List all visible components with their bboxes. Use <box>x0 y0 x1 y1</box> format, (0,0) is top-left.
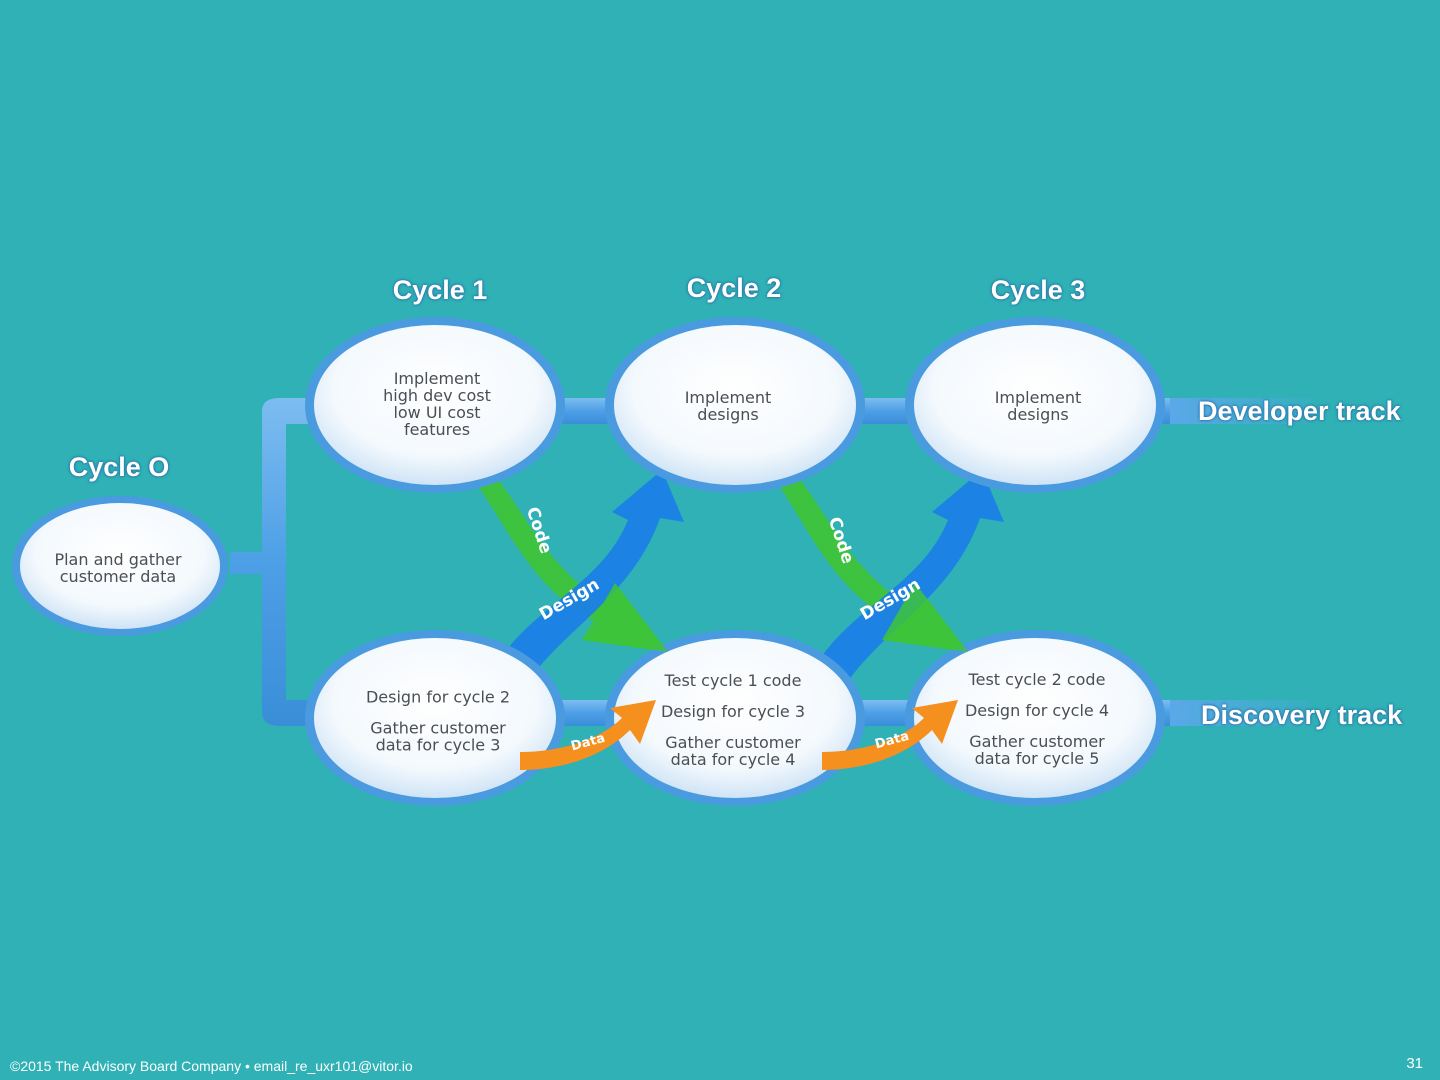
code-arrow-2-head <box>882 583 968 652</box>
disc-cycle3-bubble <box>905 630 1165 806</box>
dev-cycle3-text: Implement designs <box>995 389 1082 423</box>
branch-connector <box>230 398 330 726</box>
page-number: 31 <box>1406 1055 1423 1072</box>
node-line: data for cycle 5 <box>974 749 1100 768</box>
node-line: Design for cycle 2 <box>365 687 511 707</box>
node-line: Gather customer <box>969 732 1105 751</box>
developer-track-label: Developer track <box>1198 396 1401 426</box>
disc-cycle3-text: Test cycle 2 code Design for cycle 4 Gat… <box>965 671 1109 767</box>
cycle0-bubble <box>12 496 228 636</box>
dev-cycle2-text: Implement designs <box>685 389 772 423</box>
node-line: Implement <box>393 369 481 388</box>
cycle2-heading: Cycle 2 <box>686 273 782 303</box>
dev-cycle3-bubble <box>905 317 1165 493</box>
dev-cycle1-text: Implement high dev cost low UI cost feat… <box>383 370 491 438</box>
cycle3-heading: Cycle 3 <box>990 275 1086 305</box>
node-line: designs <box>1007 405 1069 424</box>
copyright-footer: ©2015 The Advisory Board Company • email… <box>10 1058 413 1074</box>
node-line: Design for cycle 4 <box>964 701 1110 720</box>
node-line: Gather customer <box>370 718 506 738</box>
data-arrow-2 <box>822 700 958 770</box>
node-line: data for cycle 3 <box>375 735 501 755</box>
node-line: Gather customer <box>665 733 801 752</box>
code-arrow-1-head <box>582 583 668 652</box>
node-line: data for cycle 4 <box>670 750 796 769</box>
node-line: Design for cycle 3 <box>660 702 806 721</box>
disc-cycle2-bubble <box>605 630 865 806</box>
node-line: Test cycle 2 code <box>968 670 1106 689</box>
design-arrow-2 <box>808 470 1004 690</box>
cycle0-text: Plan and gather customer data <box>54 551 181 585</box>
node-line: low UI cost <box>393 403 481 422</box>
dev-cycle1-bubble <box>305 317 565 493</box>
node-line: Implement <box>684 388 772 407</box>
node-line: Implement <box>994 388 1082 407</box>
disc-cycle1-text: Design for cycle 2 Gather customer data … <box>366 689 510 754</box>
dev-cycle2-bubble <box>605 317 865 493</box>
design-arrow-1 <box>488 470 684 690</box>
node-line: Test cycle 1 code <box>664 671 802 690</box>
node-line: high dev cost <box>383 386 491 405</box>
cycle0-heading: Cycle O <box>68 452 170 482</box>
node-line: customer data <box>59 567 177 586</box>
disc-cycle2-text: Test cycle 1 code Design for cycle 3 Gat… <box>661 672 805 768</box>
disc-cycle1-bubble <box>305 630 565 806</box>
data-arrow-1 <box>520 700 656 770</box>
node-line: Plan and gather <box>54 550 182 569</box>
discovery-track-label: Discovery track <box>1201 700 1403 730</box>
node-line: features <box>403 420 471 439</box>
cycle1-heading: Cycle 1 <box>392 275 488 305</box>
node-line: designs <box>697 405 759 424</box>
